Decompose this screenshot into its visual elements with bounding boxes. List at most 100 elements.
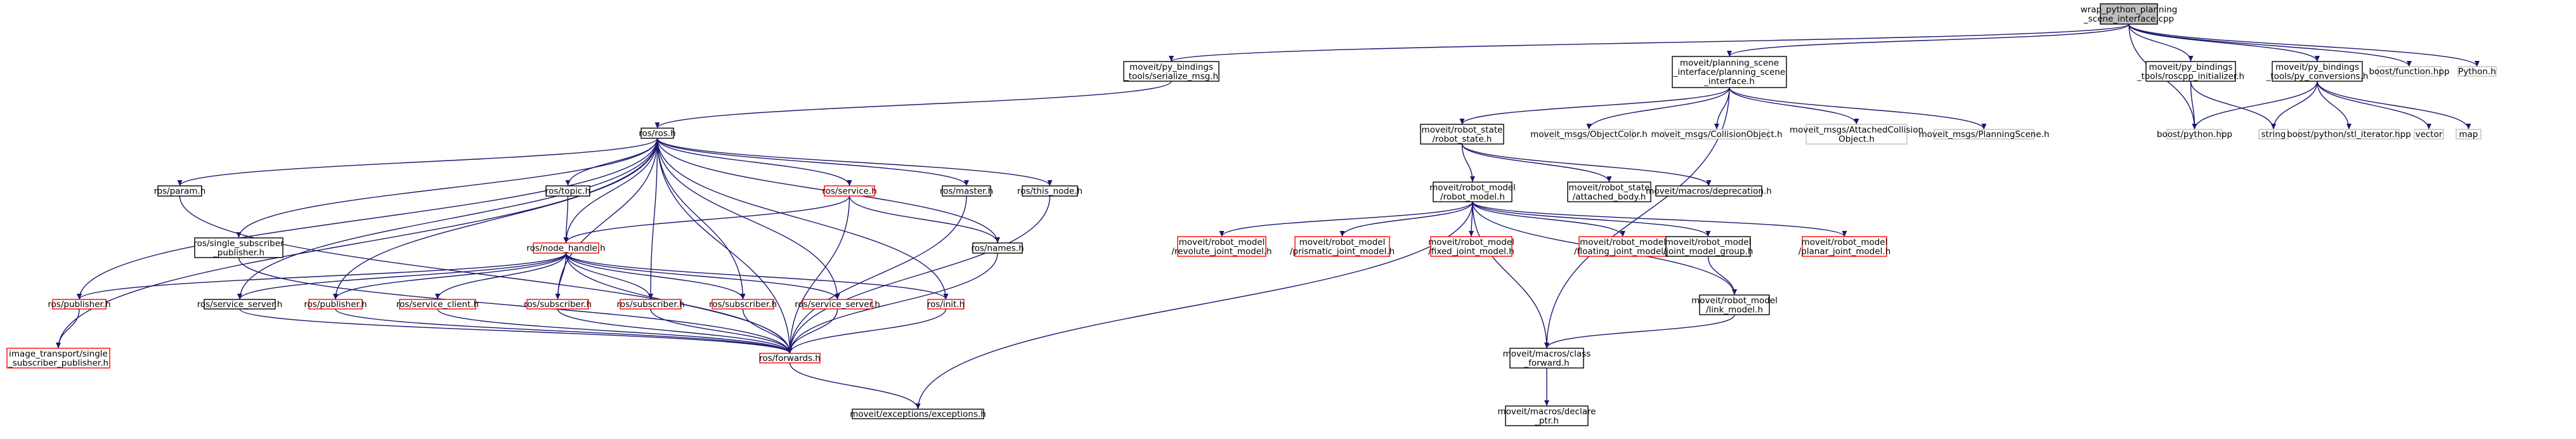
node-svcclient[interactable]: ros/service_client.h bbox=[396, 299, 479, 310]
node-label: ros/ros.h bbox=[639, 129, 676, 139]
node-label: moveit/py_bindings bbox=[2275, 62, 2359, 72]
node-label: ros/service.h bbox=[822, 187, 876, 197]
node-label: ros/service_server.h bbox=[197, 299, 283, 310]
node-string[interactable]: string bbox=[2258, 129, 2289, 140]
edge-n_robotmodel-to-n_revolute bbox=[1219, 201, 1473, 237]
node-vector[interactable]: vector bbox=[2414, 129, 2444, 140]
node-roscpp-init[interactable]: moveit/py_bindings_tools/roscpp_initiali… bbox=[2137, 61, 2244, 82]
node-singlesub[interactable]: ros/single_subscriber_publisher.h bbox=[193, 237, 284, 258]
node-boostfunc[interactable]: boost/function.hpp bbox=[2369, 66, 2450, 77]
edge-n_nodehandle-to-n_svcserver1 bbox=[237, 252, 567, 300]
node-label: moveit_msgs/CollisionObject.h bbox=[1651, 129, 1782, 140]
node-jmg[interactable]: moveit/robot_model/joint_model_group.h bbox=[1663, 236, 1753, 257]
node-fixed[interactable]: moveit/robot_model/fixed_joint_model.h bbox=[1428, 236, 1514, 257]
node-svcserver2[interactable]: ros/service_server.h bbox=[795, 299, 880, 310]
node-robotmodel[interactable]: moveit/robot_model/robot_model.h bbox=[1429, 181, 1516, 202]
node-label: moveit/macros/declare bbox=[1497, 407, 1596, 417]
node-objcolor[interactable]: moveit_msgs/ObjectColor.h bbox=[1530, 129, 1648, 140]
node-label: moveit/robot_model bbox=[1802, 237, 1888, 247]
node-linkmodel[interactable]: moveit/robot_model/link_model.h bbox=[1691, 294, 1778, 315]
edge-n_nodehandle-to-n_publisher1 bbox=[77, 252, 567, 300]
node-label: /attached_body.h bbox=[1573, 192, 1646, 202]
node-boostpy[interactable]: boost/python.hpp bbox=[2157, 129, 2232, 140]
node-label: ros/node_handle.h bbox=[526, 244, 605, 254]
node-robotstate[interactable]: moveit/robot_state/robot_state.h bbox=[1420, 124, 1504, 145]
node-label: _ptr.h bbox=[1534, 416, 1559, 426]
node-nodehandle[interactable]: ros/node_handle.h bbox=[526, 242, 606, 254]
node-label: ros/this_node.h bbox=[1017, 187, 1083, 197]
node-collobj[interactable]: moveit_msgs/CollisionObject.h bbox=[1651, 129, 1783, 140]
node-label: moveit/robot_model bbox=[1580, 237, 1666, 247]
node-box bbox=[1022, 185, 1078, 197]
node-plscene[interactable]: moveit_msgs/PlanningScene.h bbox=[1919, 129, 2050, 140]
edge-n_service-to-n_forwards bbox=[787, 195, 850, 354]
edge-n_pyconv-to-n_vector bbox=[2317, 81, 2431, 130]
node-sub3[interactable]: ros/subscriber.h bbox=[709, 299, 777, 310]
node-label: _forward.h bbox=[1523, 358, 1569, 368]
node-box bbox=[1505, 405, 1589, 426]
node-label: ros/forwards.h bbox=[759, 353, 821, 364]
node-box bbox=[399, 299, 476, 310]
node-names[interactable]: ros/names.h bbox=[971, 242, 1024, 254]
node-box bbox=[927, 299, 965, 310]
node-imgtransport[interactable]: image_transport/single_subscriber_publis… bbox=[6, 348, 110, 369]
node-revolute[interactable]: moveit/robot_model/revolute_joint_model.… bbox=[1171, 236, 1272, 257]
node-label: moveit_msgs/PlanningScene.h bbox=[1919, 129, 2050, 140]
node-stliter[interactable]: boost/python/stl_iterator.hpp bbox=[2287, 129, 2411, 140]
edge-n_psi-to-n_objcolor bbox=[1586, 87, 1730, 130]
node-label: ros/master.h bbox=[940, 187, 993, 197]
node-param[interactable]: ros/param.h bbox=[154, 185, 206, 197]
edge-n_jmg-to-n_linkmodel bbox=[1707, 256, 1737, 296]
node-box bbox=[204, 299, 276, 310]
node-svcserver1[interactable]: ros/service_server.h bbox=[197, 299, 283, 310]
node-init[interactable]: ros/init.h bbox=[927, 299, 965, 310]
node-attached[interactable]: moveit/robot_state/attached_body.h bbox=[1567, 181, 1651, 202]
node-box bbox=[1433, 181, 1512, 202]
node-label: moveit/robot_model bbox=[1428, 237, 1514, 247]
node-prismatic[interactable]: moveit/robot_model/prismatic_joint_model… bbox=[1290, 236, 1395, 257]
node-pyconv[interactable]: moveit/py_bindings_tools/py_conversions.… bbox=[2266, 61, 2369, 82]
node-publisher2[interactable]: ros/publisher.h bbox=[304, 299, 367, 310]
node-deprecation[interactable]: moveit/macros/deprecation.h bbox=[1646, 185, 1772, 197]
node-layer: wrap_python_planning_scene_interface.cpp… bbox=[6, 3, 2497, 426]
node-exceptions[interactable]: moveit/exceptions/exceptions.h bbox=[850, 409, 986, 419]
edge-n_robotstate-to-n_robotmodel bbox=[1461, 143, 1475, 183]
node-forwards[interactable]: ros/forwards.h bbox=[759, 353, 821, 364]
node-label: /revolute_joint_model.h bbox=[1171, 246, 1272, 256]
node-rosh[interactable]: ros/ros.h bbox=[639, 128, 676, 139]
node-label: moveit/robot_model bbox=[1665, 237, 1752, 247]
node-master[interactable]: ros/master.h bbox=[940, 185, 993, 197]
node-thisnode[interactable]: ros/this_node.h bbox=[1017, 185, 1083, 197]
edge-n_svcserver1-to-n_forwards bbox=[239, 308, 793, 354]
node-box bbox=[759, 353, 821, 364]
node-label: moveit/robot_model bbox=[1299, 237, 1386, 247]
node-declareptr[interactable]: moveit/macros/declare_ptr.h bbox=[1497, 405, 1596, 426]
node-planar[interactable]: moveit/robot_model/planar_joint_model.h bbox=[1799, 236, 1891, 257]
node-sub1[interactable]: ros/subscriber.h bbox=[524, 299, 592, 310]
node-box bbox=[1802, 236, 1887, 257]
node-serialize[interactable]: moveit/py_bindings_tools/serialize_msg.h bbox=[1123, 61, 1220, 82]
node-python[interactable]: Python.h bbox=[2457, 66, 2497, 77]
edge-n_nodehandle-to-n_init bbox=[565, 252, 949, 300]
node-box bbox=[1177, 236, 1266, 257]
node-sub2[interactable]: ros/subscriber.h bbox=[616, 299, 685, 310]
edge-layer bbox=[56, 23, 2480, 410]
node-classfwd[interactable]: moveit/macros/class_forward.h bbox=[1503, 348, 1591, 369]
node-service[interactable]: ros/service.h bbox=[822, 185, 877, 197]
node-box bbox=[972, 242, 1023, 254]
edge-n_rosh-to-n_nodehandle bbox=[563, 138, 658, 244]
node-label: Object.h bbox=[1838, 134, 1875, 144]
node-box bbox=[157, 185, 202, 197]
node-floating[interactable]: moveit/robot_model/floating_joint_model.… bbox=[1574, 236, 1672, 257]
node-topic[interactable]: ros/topic.h bbox=[545, 185, 590, 197]
edge-n_publisher1-to-n_imgtransport bbox=[56, 308, 80, 349]
node-psi[interactable]: moveit/planning_scene_interface/planning… bbox=[1672, 56, 1787, 88]
node-box bbox=[1665, 236, 1751, 257]
node-label: ros/param.h bbox=[154, 187, 206, 197]
edge-n_roscpp_init-to-n_boostpy bbox=[2190, 81, 2197, 130]
node-label: moveit_msgs/AttachedCollision bbox=[1790, 125, 1923, 135]
node-map[interactable]: map bbox=[2456, 129, 2482, 140]
node-publisher1[interactable]: ros/publisher.h bbox=[48, 299, 111, 310]
node-label: moveit_msgs/ObjectColor.h bbox=[1530, 129, 1648, 140]
